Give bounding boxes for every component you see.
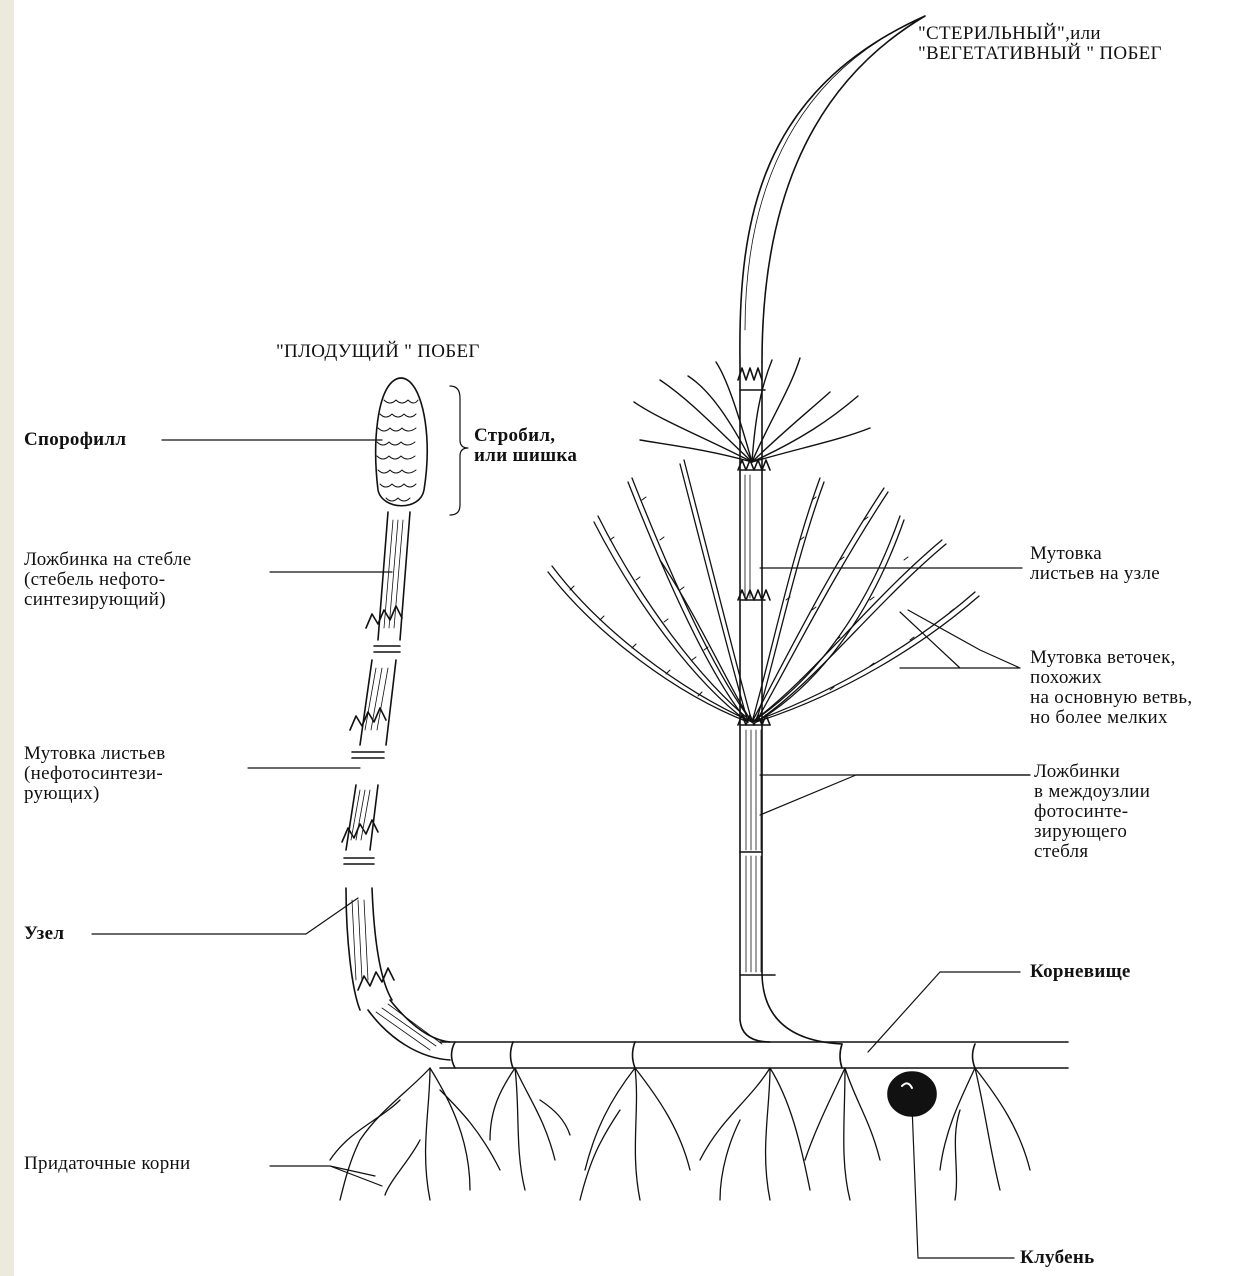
leader-lines xyxy=(92,386,1030,1258)
branch-whorl-label: Мутовка веточек, похожих на основную вет… xyxy=(1030,648,1192,728)
rhizome xyxy=(440,1042,1068,1068)
main-branch-whorl xyxy=(548,460,979,722)
internode-grooves-label: Ложбинки в междоузлии фотосинте- зирующе… xyxy=(1034,762,1150,862)
strobilus-label: Стробил, или шишка xyxy=(474,426,577,466)
sterile-shoot xyxy=(738,16,925,1044)
fertile-shoot-title: "ПЛОДУЩИЙ " ПОБЕГ xyxy=(276,342,480,362)
leaf-whorl-fertile-label: Мутовка листьев (нефотосинтези- рующих) xyxy=(24,744,166,804)
groove-stem-label: Ложбинка на стебле (стебель нефото- синт… xyxy=(24,550,191,610)
node-label: Узел xyxy=(24,924,64,944)
fertile-shoot xyxy=(342,378,450,1060)
sporophyll-label: Спорофилл xyxy=(24,430,126,450)
adventitious-roots-label: Придаточные корни xyxy=(24,1154,190,1174)
leaf-whorl-node-label: Мутовка листьев на узле xyxy=(1030,544,1160,584)
rhizome-label: Корневище xyxy=(1030,962,1131,982)
tuber-label: Клубень xyxy=(1020,1248,1094,1268)
sterile-shoot-title: "СТЕРИЛЬНЫЙ",или "ВЕГЕТАТИВНЫЙ " ПОБЕГ xyxy=(918,24,1162,64)
